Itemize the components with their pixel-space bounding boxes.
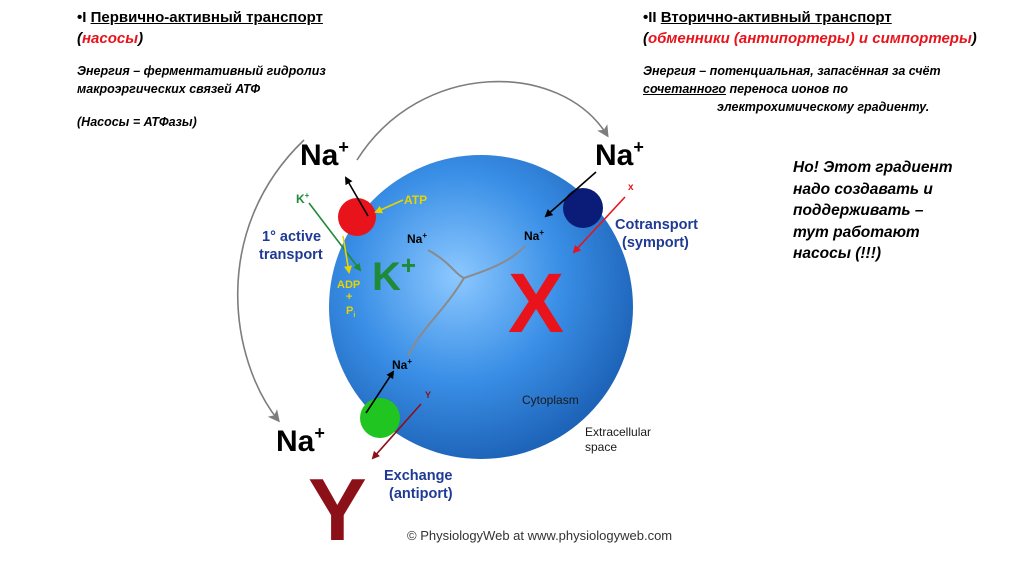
primary-transport-label-line1: 1° active [262,229,321,245]
exchange-label-line2: (antiport) [389,486,453,502]
secondary-transport-heading: •II Вторично-активный транспорт (обменни… [643,9,977,47]
cell-body [329,155,633,459]
gradient-arc-left [236,139,305,423]
plus-label: + [346,291,352,303]
primary-energy-text: Энергия – ферментативный гидролиз макроэ… [77,64,326,96]
sodium-potassium-pump [338,198,376,236]
secondary-transport-title: Вторично-активный транспорт [660,9,892,26]
x-intracellular-big: X [508,256,564,350]
pumps-atpase-note: (Насосы = АТФазы) [77,115,197,129]
antiporter-protein [360,398,400,438]
na-intracellular-antiport: Na+ [392,357,412,372]
pump-na-out-arrow [344,176,369,217]
adp-label: ADP [337,279,360,291]
symport-na-in-arrow [544,171,597,218]
symporter-protein [563,188,603,228]
antiport-y-out-arrow [371,403,422,460]
na-extracellular-bottom: Na+ [276,423,325,458]
symport-x-in-arrow [572,196,626,254]
primary-transport-title: Первично-активный транспорт [90,9,323,26]
adp-arrow [342,235,352,274]
exchangers-subheading: обменники (антипортеры) и симпортеры [648,30,972,47]
k-intracellular-big: K+ [372,250,416,299]
y-extracellular-big: Y [308,460,367,559]
primary-transport-heading: •I Первично-активный транспорт (насосы) [77,9,323,47]
na-extracellular-top-left: Na+ [300,137,349,172]
k-extracellular-label: K+ [296,191,310,206]
pi-label: Pi [346,305,355,319]
gradient-side-note: Но! Этот градиент надо создавать и подде… [793,159,953,262]
cotransport-label-line2: (symport) [622,235,689,251]
pump-k-in-arrow [308,202,362,272]
na-extracellular-top-right: Na+ [595,137,644,172]
physiologyweb-credit: © PhysiologyWeb at www.physiologyweb.com [407,528,672,543]
atp-label: ATP [404,193,427,207]
pumps-subheading: насосы [82,30,139,47]
atp-arrow [374,199,404,214]
cytoplasm-na-path [427,245,526,280]
cytoplasm-na-path-stem [407,277,465,357]
secondary-energy-text: Энергия – потенциальная, запасённая за с… [643,64,941,114]
primary-transport-label-line2: transport [259,247,323,263]
exchange-label-line1: Exchange [384,468,453,484]
y-intracellular-label: Y [425,390,431,400]
cytoplasm-label: Cytoplasm [522,393,579,407]
cotransport-label-line1: Cotransport [615,217,698,233]
extracellular-label-line1: Extracellular [585,425,651,439]
na-intracellular-pump: Na+ [407,231,427,246]
x-extracellular-label: x [628,182,634,193]
gradient-arc-top [356,80,609,161]
na-intracellular-symport: Na+ [524,228,544,243]
extracellular-label-line2: space [585,440,617,454]
antiport-na-in-arrow [365,370,395,414]
